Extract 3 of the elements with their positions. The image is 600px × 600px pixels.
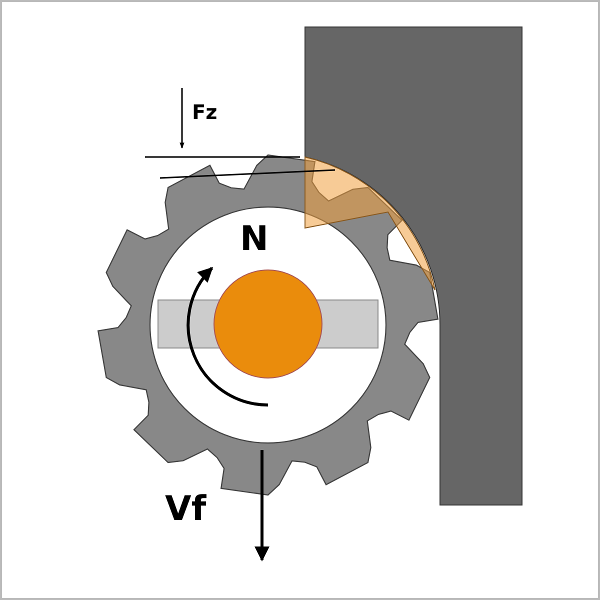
force-label: Fz xyxy=(192,102,218,122)
feed-label: Vf xyxy=(165,492,206,526)
rotation-label: N xyxy=(240,222,268,256)
